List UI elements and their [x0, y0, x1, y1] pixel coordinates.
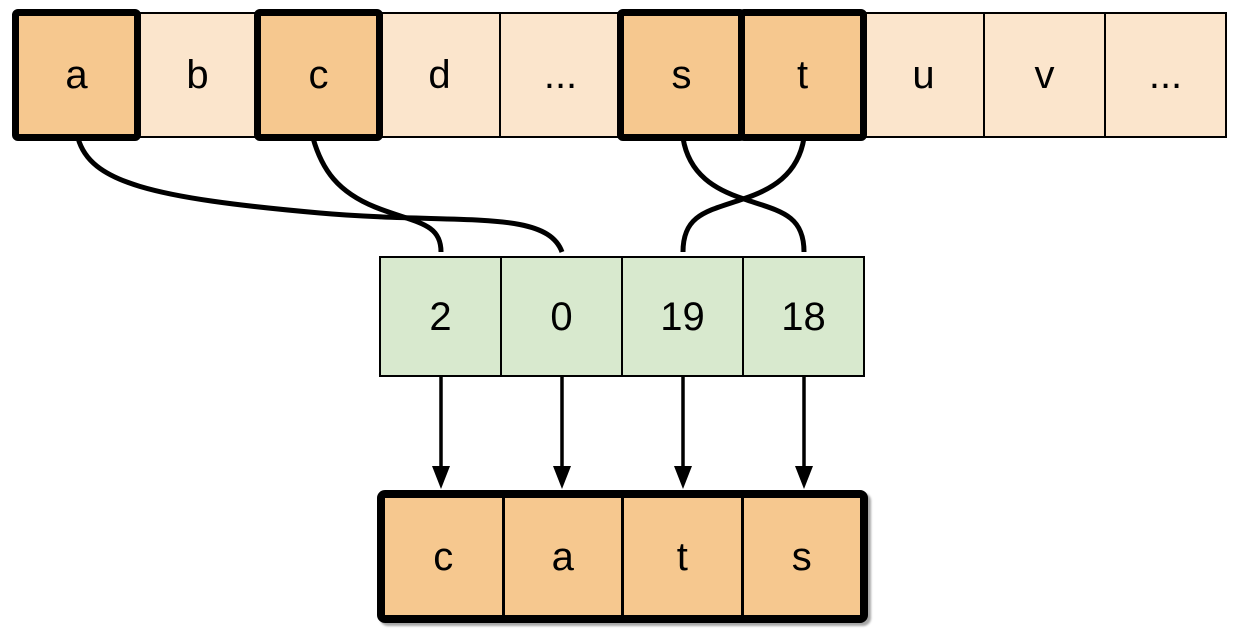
alphabet-cell-ellipsis-2: ...: [1104, 12, 1227, 138]
alphabet-cell-b: b: [136, 12, 259, 138]
index-cell-0: 0: [500, 256, 623, 377]
cell-letter: a: [551, 534, 574, 579]
cell-letter: a: [65, 53, 88, 97]
cell-letter: c: [308, 53, 329, 97]
cell-letter: d: [428, 53, 451, 97]
alphabet-cell-d: d: [378, 12, 501, 138]
output-cell-s: s: [744, 498, 861, 615]
alphabet-cell-ellipsis-1: ...: [499, 12, 622, 138]
arrowhead-icon: [795, 466, 813, 489]
cell-letter: s: [791, 534, 812, 579]
cell-letter: c: [433, 534, 454, 579]
arrowhead-icon: [432, 466, 450, 489]
cell-letter: s: [671, 53, 692, 97]
curve-s-to-index18: [680, 137, 807, 253]
cell-letter: t: [796, 53, 809, 97]
curve-t-to-index19: [680, 137, 807, 253]
alphabet-cell-c: c: [254, 9, 383, 141]
cell-index-value: 2: [429, 294, 452, 339]
output-word-row: c a t s: [377, 490, 868, 623]
arrowhead-icon: [553, 466, 571, 489]
alphabet-cell-a: a: [12, 9, 141, 141]
curve-a-to-index0: [75, 137, 565, 253]
cell-index-value: 19: [660, 294, 705, 339]
alphabet-cell-s: s: [617, 9, 746, 141]
arrowhead-icon: [674, 466, 692, 489]
cell-letter: t: [676, 534, 688, 579]
cell-letter: ...: [543, 53, 578, 97]
output-cell-c: c: [385, 498, 505, 615]
cell-letter: v: [1034, 53, 1055, 97]
index-cell-2: 2: [379, 256, 502, 377]
alphabet-cell-t: t: [738, 9, 867, 141]
output-cell-a: a: [505, 498, 624, 615]
curve-c-to-index2: [310, 137, 444, 253]
cell-index-value: 18: [781, 294, 826, 339]
alphabet-cell-v: v: [983, 12, 1106, 138]
output-cell-t: t: [624, 498, 744, 615]
alphabet-cell-u: u: [862, 12, 985, 138]
cell-letter: b: [186, 53, 209, 97]
cell-index-value: 0: [550, 294, 573, 339]
cell-letter: u: [912, 53, 935, 97]
cell-letter: ...: [1148, 53, 1183, 97]
index-cell-18: 18: [742, 256, 865, 377]
index-cell-19: 19: [621, 256, 744, 377]
